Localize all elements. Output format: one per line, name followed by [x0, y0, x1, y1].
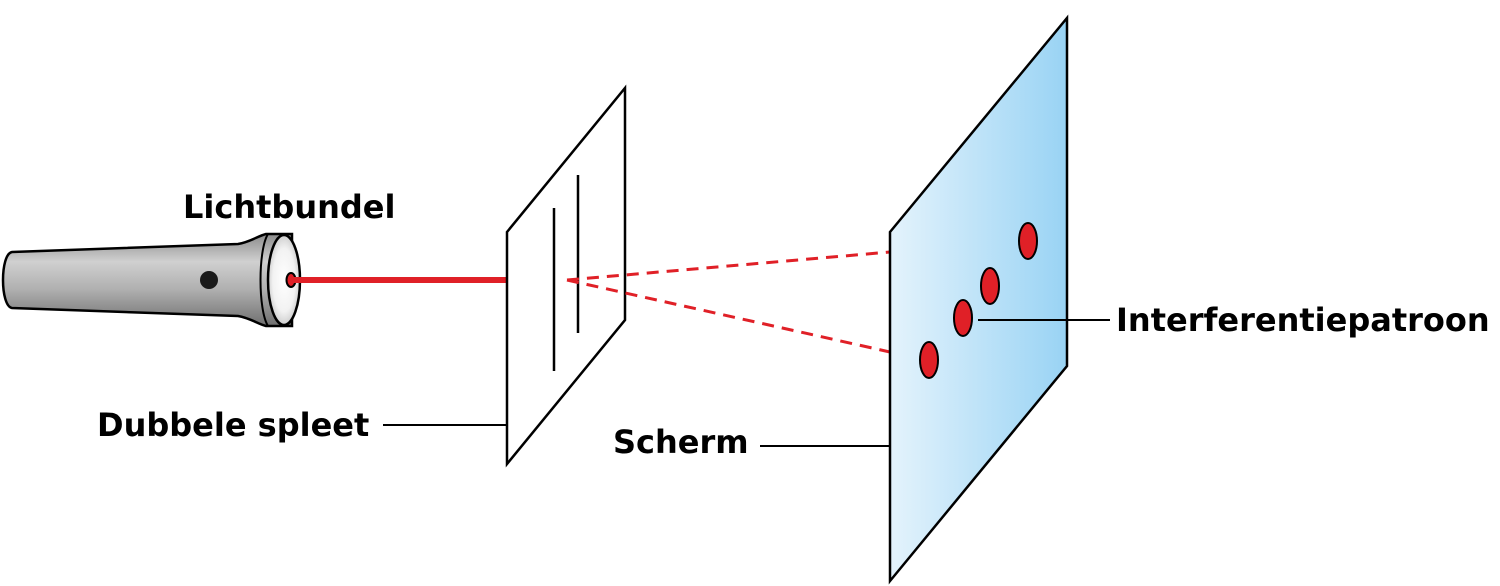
flashlight-icon — [1, 232, 302, 328]
interference-pattern-label: Interferentiepatroon — [1116, 301, 1490, 339]
flashlight-switch — [200, 271, 218, 289]
flashlight-body — [1, 232, 294, 328]
double-slit-label: Dubbele spleet — [97, 406, 369, 444]
double-slit-panel — [505, 84, 627, 468]
light-beam-label: Lichtbundel — [183, 188, 395, 226]
diffracted-beams — [566, 250, 891, 354]
screen-panel — [888, 14, 1069, 585]
interference-spot — [919, 341, 939, 379]
screen-label: Scherm — [613, 423, 749, 461]
flashlight-head-ring — [259, 233, 269, 327]
interference-spot — [953, 299, 973, 337]
interference-spot — [1018, 222, 1038, 260]
interference-spot — [980, 267, 1000, 305]
